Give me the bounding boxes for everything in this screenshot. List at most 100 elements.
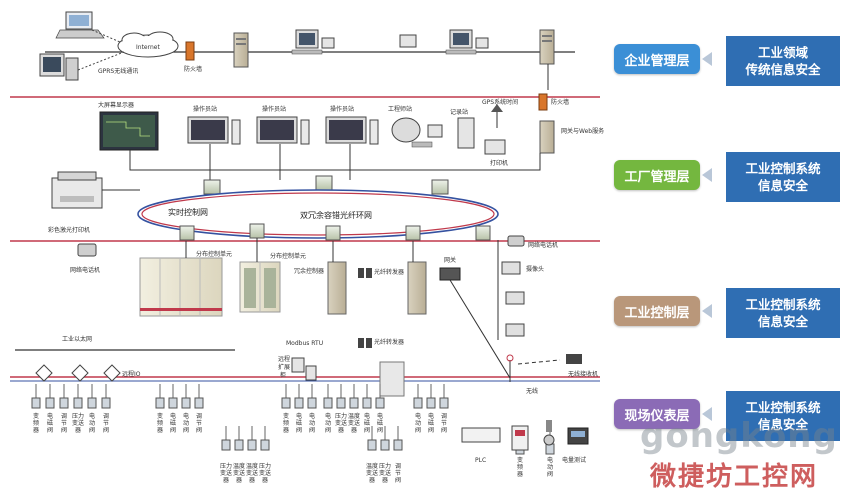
field-device-label: 电 [428, 412, 434, 420]
plc-label: PLC [475, 457, 486, 464]
workstation-icon [445, 29, 489, 55]
field-device-label: 磁 [47, 419, 53, 427]
operator-station-label: 操作员站 [262, 105, 286, 113]
plc-icon [461, 427, 501, 443]
field-device: 调节阀 [393, 426, 403, 484]
field-device-label: 器 [223, 477, 229, 484]
arrow-icon [702, 52, 712, 66]
industrial-ethernet-label: 工业以太网 [62, 335, 92, 343]
ip-phone-label: 网络电话机 [70, 266, 100, 274]
field-device: 电磁阀 [168, 384, 178, 434]
operator-station-icon [325, 116, 379, 145]
field-device-label: 阀 [309, 426, 315, 434]
field-device-label: 电 [183, 412, 189, 420]
field-device: 电动阀 [413, 384, 423, 434]
switch-icon [249, 223, 265, 239]
field-device: 电磁阀 [45, 384, 55, 434]
field-device-label: 阀 [61, 426, 67, 434]
field-device-label: 节 [103, 419, 109, 427]
field-device-label: 变 [33, 412, 39, 420]
field-device-label: 电 [170, 412, 176, 420]
field-instrument-layer: 变频器电磁阀调节阀压力变送器电动阀调节阀变频器电磁阀电动阀调节阀压力变送器温度变… [31, 384, 555, 484]
camera-icon [501, 261, 521, 275]
field-device-label: 磁 [170, 419, 176, 427]
field-device-label: 电 [309, 412, 315, 420]
camera-label: 摄像头 [526, 265, 544, 273]
field-device-label: 阀 [428, 426, 434, 434]
field-device-label: 阀 [103, 426, 109, 434]
field-device-label: 电 [325, 412, 331, 420]
internet-label: Internet [136, 44, 160, 51]
layer-desc-control: 工业控制系统信息安全 [726, 288, 840, 338]
enterprise-layer: Internet GPRS无线通讯 防火墙 [39, 11, 555, 90]
field-device-label: 变送 [233, 469, 245, 477]
camera-icon [505, 323, 525, 337]
field-device-label: 电 [377, 412, 383, 420]
field-device-label: 压力 [220, 462, 232, 470]
wireless-label: 无线 [526, 387, 538, 395]
field-device-label: 动 [309, 420, 315, 427]
field-device-label: 磁 [296, 419, 302, 427]
field-device: 电磁阀 [375, 384, 385, 434]
field-device-label: 变送 [335, 419, 347, 427]
field-device-label: 调 [395, 462, 401, 470]
field-device-label: 频 [283, 419, 289, 427]
field-device-label: 阀 [441, 426, 447, 434]
field-device-label: 阀 [364, 426, 370, 434]
printer-icon [484, 139, 506, 155]
switch-icon [405, 225, 421, 241]
field-device: 调节阀 [439, 384, 449, 434]
field-device-label: 频 [517, 463, 523, 471]
layer-factory: 工厂管理层 [614, 160, 700, 190]
switch-icon [203, 179, 221, 195]
field-device-label: 磁 [377, 419, 383, 427]
dcu-label: 分布控制单元 [196, 250, 232, 258]
field-device: 变频器 [281, 384, 291, 434]
field-device-label: 阀 [170, 426, 176, 434]
field-device-label: 阀 [377, 426, 383, 434]
distributed-control-cabinet [139, 257, 223, 317]
ip-phone-icon [507, 235, 525, 247]
field-device: 调节阀 [101, 384, 111, 434]
gateway-icon [439, 267, 461, 281]
engineer-station-icon [391, 117, 433, 148]
field-device-label: 动 [415, 420, 421, 427]
field-device-label: 动 [325, 420, 331, 427]
vfd-icon [511, 425, 529, 451]
dcu-label: 分布控制单元 [270, 252, 306, 260]
switch-icon [431, 179, 449, 195]
field-device-label: 温度 [233, 462, 245, 470]
field-device-label: 节 [441, 419, 447, 427]
field-device-label: 压力 [335, 412, 347, 420]
realtime-network-label: 实时控制网 [168, 207, 208, 217]
operator-station-icon [256, 116, 310, 145]
field-device: 电动阀 [307, 384, 317, 434]
wireless-receiver-label: 无线接收机 [568, 370, 598, 378]
fiber-ring [137, 189, 499, 239]
field-device-label: 动 [547, 464, 553, 471]
field-device-label: 磁 [364, 419, 370, 427]
field-device-label: 器 [338, 427, 344, 434]
operator-station-icon [187, 116, 241, 145]
control-layer: 网络电话机 网络电话机 分布控制单元 分布控制单元 冗余控制器 光纤转发器 [35, 223, 598, 397]
arrow-icon [702, 407, 712, 421]
redundant-controller-icon [327, 261, 427, 315]
field-device-label: 调 [196, 412, 202, 420]
redundant-controller-label: 冗余控制器 [294, 267, 324, 275]
gateway-label: 网关与Web服务 [561, 127, 604, 135]
field-device-label: 压力 [72, 412, 84, 420]
field-device-label: 调 [441, 412, 447, 420]
field-device-label: 节 [61, 419, 67, 427]
camera-icon [505, 291, 525, 305]
remote-extension-cabinet: 远程 扩展 柜 [278, 355, 317, 381]
field-device-label: 电 [47, 412, 53, 420]
field-device-label: 变 [283, 412, 289, 420]
switch-icon [475, 225, 491, 241]
operator-station-label: 操作员站 [193, 105, 217, 113]
field-device-label: 电 [296, 412, 302, 420]
field-device-label: 器 [262, 477, 268, 484]
printer-label: 打印机 [490, 159, 508, 167]
field-device-label: 温度 [366, 462, 378, 470]
